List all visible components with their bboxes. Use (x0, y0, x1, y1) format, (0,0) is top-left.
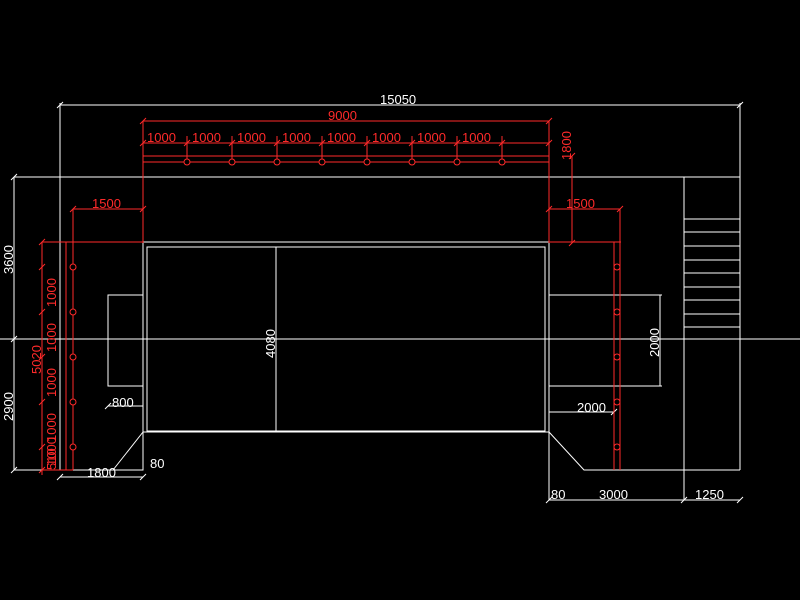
dim-left-red-spacing-5: 1000 (44, 437, 59, 466)
dim-right-end-width: 1250 (695, 487, 724, 502)
dim-top-span: 9000 (328, 108, 357, 123)
dim-right-bottom-gap: 80 (551, 487, 565, 502)
dim-left-red-spacing-2: 1000 (44, 323, 59, 352)
dim-left-height-upper: 3600 (1, 245, 16, 274)
dim-left-red-spacing-4: 1000 (44, 413, 59, 442)
red-framing (41, 120, 621, 475)
red-dimension-labels: 9000 1000 1000 1000 1000 1000 1000 1000 … (29, 108, 595, 470)
dim-left-notch-width: 800 (112, 395, 134, 410)
dim-top-spacing-6: 1000 (372, 130, 401, 145)
dim-left-red-total: 5020 (29, 345, 44, 374)
building-outline (0, 103, 800, 500)
dim-top-spacing-8: 1000 (462, 130, 491, 145)
dim-left-offset: 1500 (92, 196, 121, 211)
dim-left-height-lower: 2900 (1, 392, 16, 421)
dim-top-spacing-4: 1000 (282, 130, 311, 145)
dim-left-red-spacing-3: 1000 (44, 368, 59, 397)
dim-left-bottom-width: 1800 (87, 465, 116, 480)
dim-right-notch-height: 2000 (647, 328, 662, 357)
dim-top-spacing-3: 1000 (237, 130, 266, 145)
dim-left-bottom-gap: 80 (150, 456, 164, 471)
dim-right-bottom-width: 3000 (599, 487, 628, 502)
dim-right-vertical-top: 1800 (559, 131, 574, 160)
red-ticks (38, 117, 624, 474)
dim-top-spacing-1: 1000 (147, 130, 176, 145)
dim-overall-width: 15050 (380, 92, 416, 107)
dim-top-spacing-2: 1000 (192, 130, 221, 145)
dim-left-red-bottom: 510 (44, 448, 59, 470)
red-hangers (69, 158, 621, 451)
dim-left-red-spacing-1: 1000 (44, 278, 59, 307)
dim-top-spacing-5: 1000 (327, 130, 356, 145)
dim-top-spacing-7: 1000 (417, 130, 446, 145)
dim-right-offset: 1500 (566, 196, 595, 211)
white-dimensions (10, 101, 744, 504)
dim-right-notch-width: 2000 (577, 400, 606, 415)
dim-center-height: 4080 (263, 329, 278, 358)
white-dimension-labels: 15050 3600 2900 4080 800 1800 80 2000 20… (1, 92, 724, 502)
